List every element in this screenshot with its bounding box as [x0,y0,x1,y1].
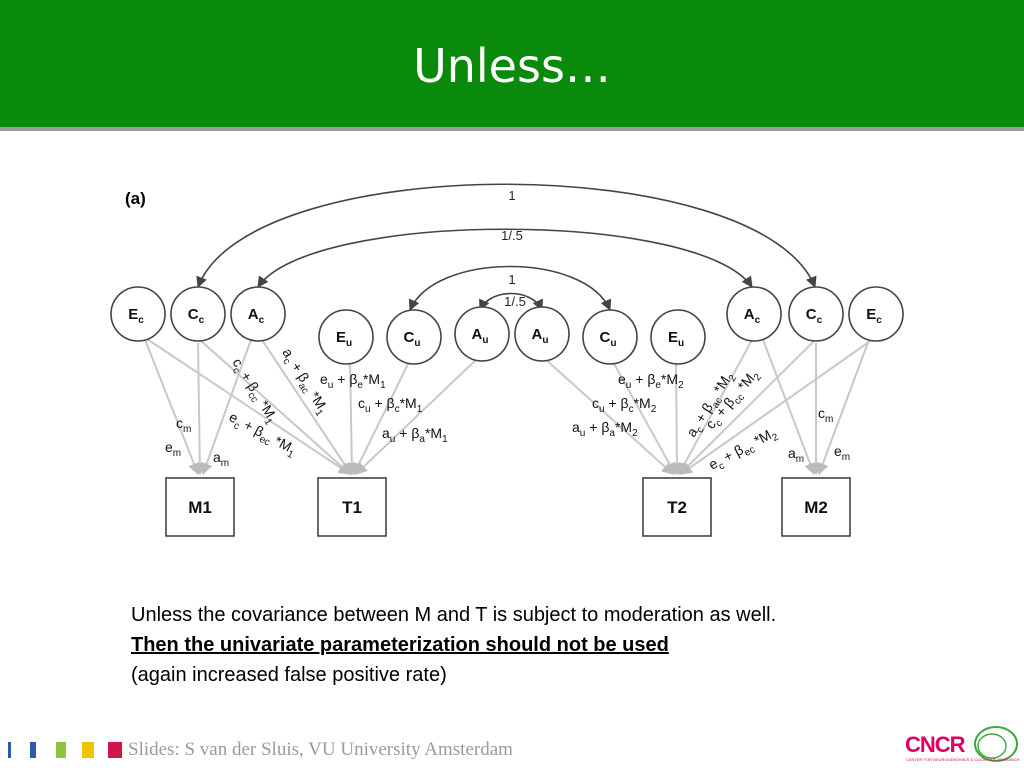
label-ac-bac-M2: ac + βac *M2 [683,368,739,442]
arc-label-cc: 1 [508,188,515,203]
latent-label: Eu [668,329,684,349]
footer-square [108,742,122,758]
label-cu-bc-M1: cu + βc*M1 [358,395,423,415]
path-Ac-T2 [678,339,753,476]
path-Ec-M2 [817,336,871,476]
latent-label: Cu [600,329,617,349]
footer-credit: Slides: S van der Sluis, VU University A… [128,739,513,760]
latent-label: Au [532,326,549,346]
latent-label: Cc [806,306,823,326]
arc-Cu-Cu [408,265,612,312]
observed-M2 [781,477,851,537]
path-Ac-M2 [761,336,816,476]
footer-square [56,742,66,758]
observed-label: T2 [667,498,687,517]
label-eu-be-M1: eu + βe*M1 [320,371,386,391]
latent-Cu-right [582,309,638,365]
label-eu-be-M2: eu + βe*M2 [618,371,684,391]
panel-label: (a) [125,189,146,208]
label-au-ba-M2: au + βa*M2 [572,419,638,439]
arc-Cc-Cc [196,183,817,289]
path-Cc-M1 [193,342,206,476]
latent-Cu-left [386,309,442,365]
cncr-logo: CNCR CENTER FOR NEUROGENOMICS & COGNITIV… [900,722,1022,768]
path-Eu-T1 [345,359,358,476]
observed-label: M2 [804,498,828,517]
observed-label: M1 [188,498,212,517]
observed-T2 [642,477,712,537]
path-Au-T2 [543,357,674,475]
latent-Cc-right [788,286,844,342]
latent-Ac-right [726,286,782,342]
caption-line-2: Then the univariate parameterization sho… [131,634,669,656]
path-Cu-T2 [611,359,676,476]
path-Ac-T1 [261,339,352,475]
slide-caption: Unless the covariance between M and T is… [131,600,776,690]
latent-label: Ec [866,306,882,326]
latent-Cc-left [170,286,226,342]
label-ec-bec-M1: ec + βec *M1 [225,409,300,462]
caption-line-1: Unless the covariance between M and T is… [131,604,777,626]
slide-title: Unless… [413,39,611,93]
label-cm-left: cm [176,415,191,435]
footer-square [8,742,11,758]
footer-square [82,742,94,758]
label-cm-right: cm [818,405,833,425]
latent-label: Ac [248,306,265,326]
latent-label: Cu [404,329,421,349]
label-em-right: em [834,443,850,463]
path-Ec-T1 [143,336,351,475]
logo-subtitle: CENTER FOR NEUROGENOMICS & COGNITIVE RES… [906,757,1020,762]
latent-Ac-left [230,286,286,342]
observed-M1 [165,477,235,537]
observed-label: T1 [342,498,362,517]
path-lines [143,336,877,476]
caption-line-3: (again increased false positive rate) [131,664,447,686]
path-Ec-T2 [680,336,877,475]
logo-wordmark: CNCR [905,732,966,757]
footer-square [30,742,36,758]
latent-Ec-right [848,286,904,342]
title-bar-divider [0,127,1024,131]
path-Ac-M1 [200,336,253,476]
latent-label: Cc [188,306,205,326]
title-bar [0,0,1024,127]
path-Ec-M1 [143,336,200,476]
label-am-right: am [788,445,804,465]
latent-label: Ec [128,306,144,326]
latent-label: Ac [744,306,761,326]
arc-label-au: 1/.5 [504,294,526,309]
arc-Ac-Ac [257,228,753,288]
path-Au-T1 [355,357,479,475]
label-cu-bc-M2: cu + βc*M2 [592,395,657,415]
arc-Au-Au [479,292,543,312]
latent-Au-left [454,306,510,362]
label-ec-bec-M2: ec + βec *M2 [706,424,781,477]
label-am-left: am [213,449,229,469]
arc-label-ac: 1/.5 [501,228,523,243]
label-cc-bcc-M2: cc + βcc *M2 [702,366,764,435]
path-Cu-T1 [353,359,411,476]
observed-T1 [317,477,387,537]
label-au-ba-M1: au + βa*M1 [382,425,448,445]
logo-swirl-icon [974,726,1018,762]
path-Cc-T2 [679,339,816,475]
latent-Ec-left [110,286,166,342]
path-Cc-T1 [199,339,351,475]
label-em-left: em [165,439,181,459]
covariance-arcs [196,183,817,312]
arc-label-cu: 1 [508,272,515,287]
latent-Eu-right [650,309,706,365]
path-Eu-T2 [670,359,683,476]
latent-Eu-left [318,309,374,365]
latent-label: Au [472,326,489,346]
latent-label: Eu [336,329,352,349]
latent-Au-right [514,306,570,362]
